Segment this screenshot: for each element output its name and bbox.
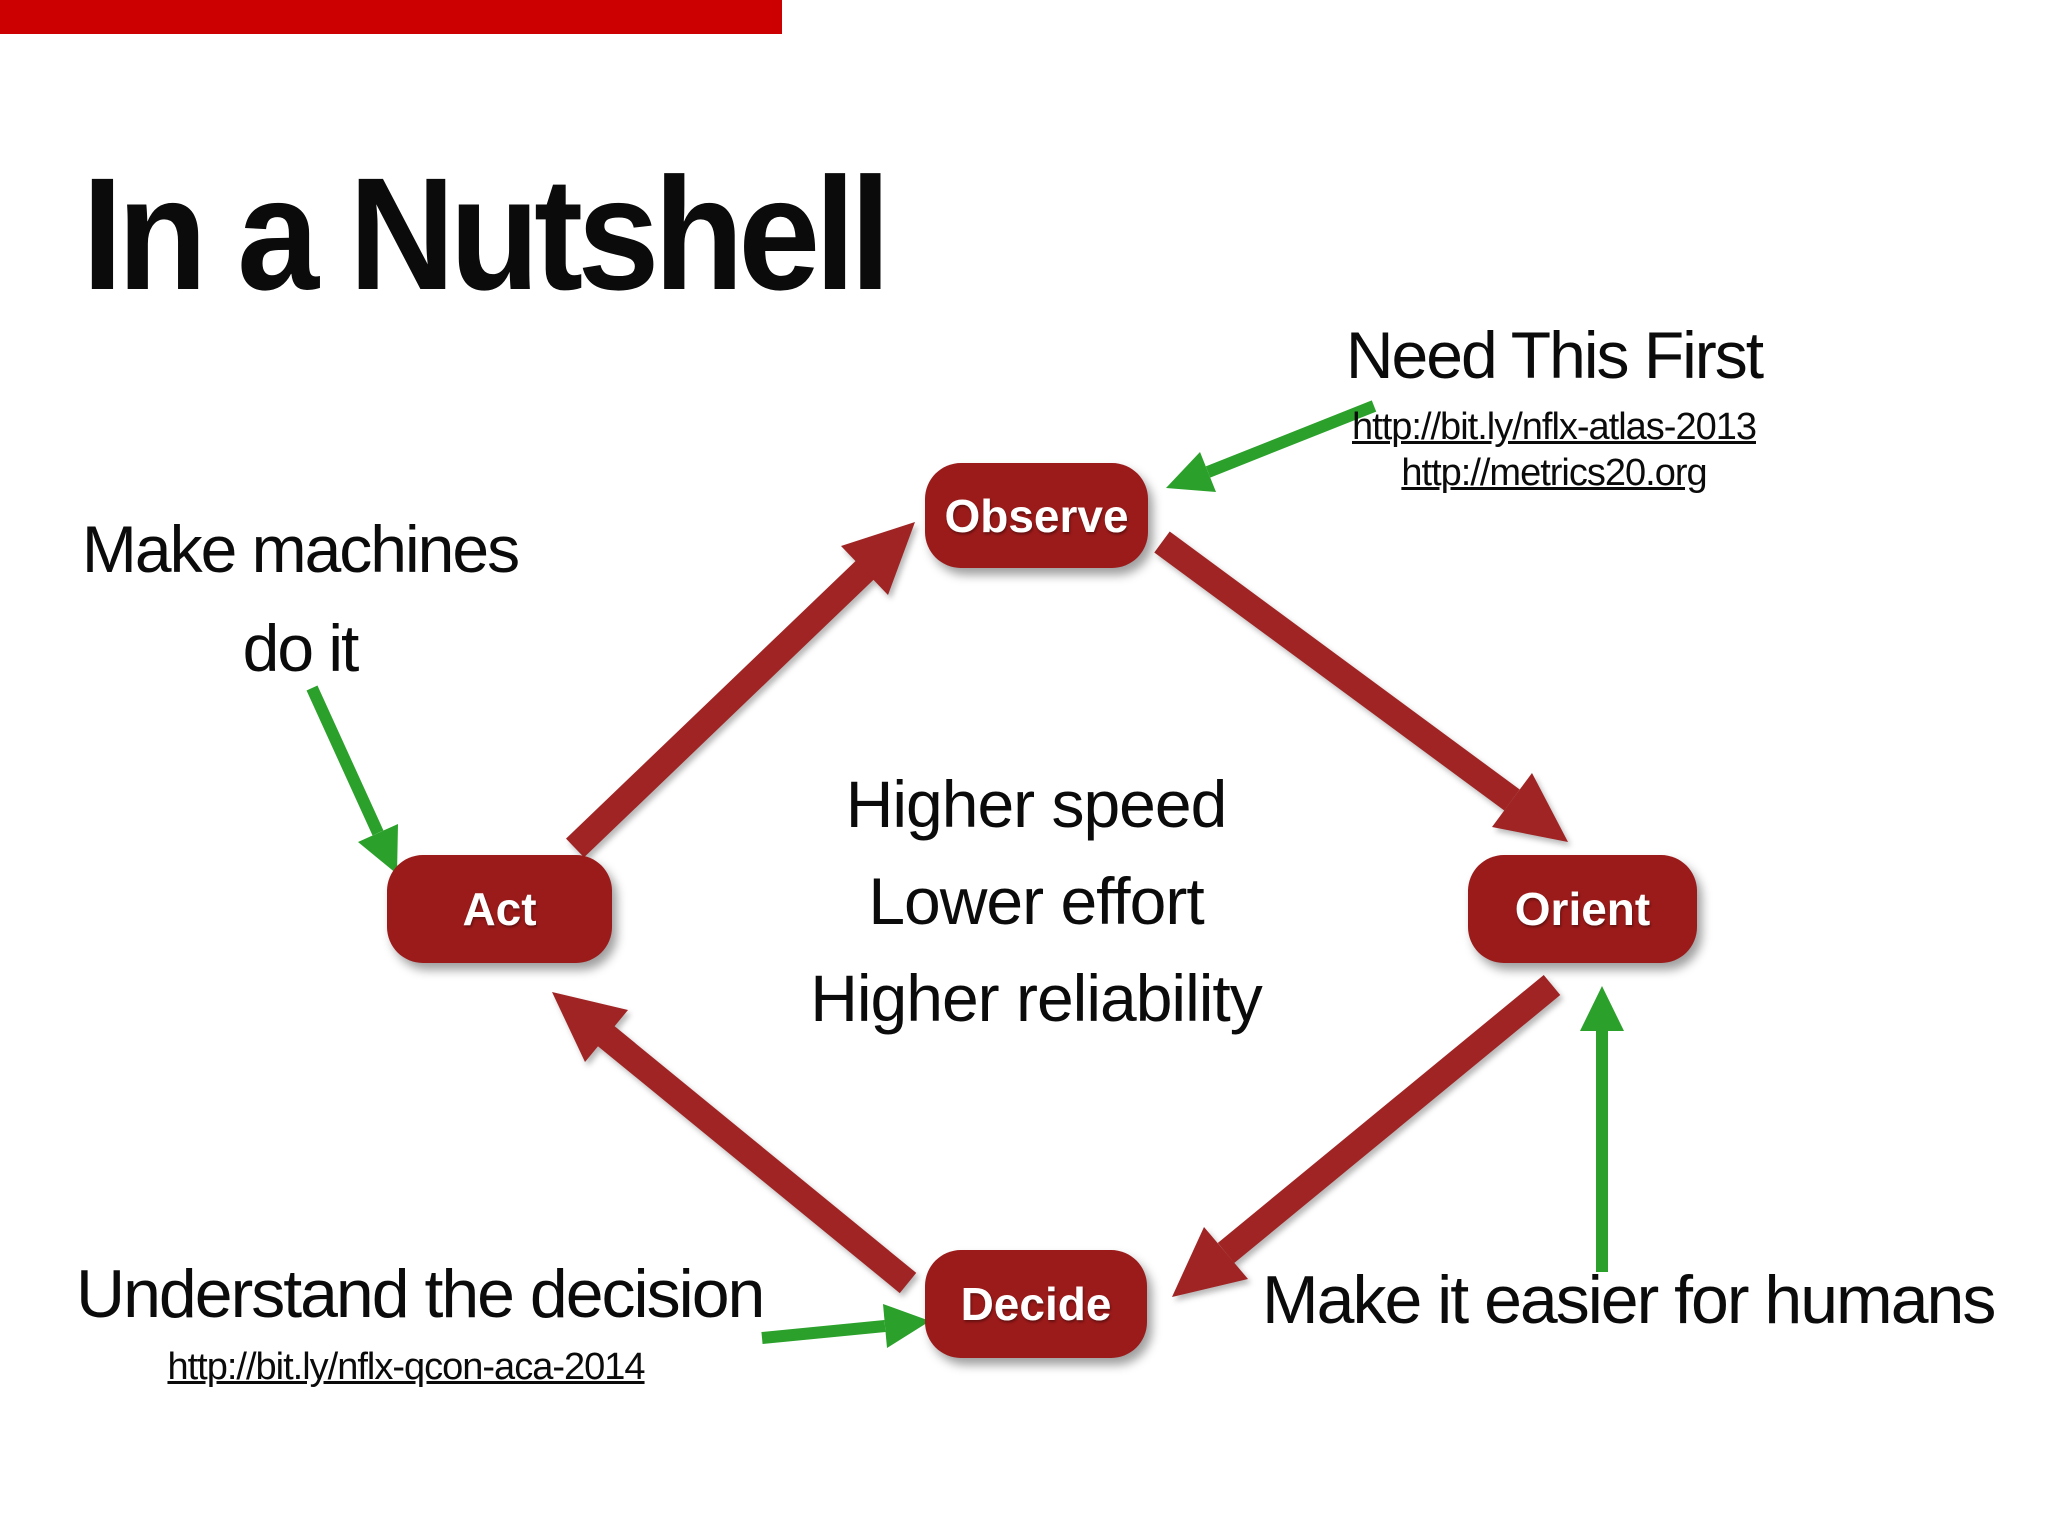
page-title: In a Nutshell (82, 144, 891, 323)
link-nflx-atlas-2013[interactable]: http://bit.ly/nflx-atlas-2013 (1352, 405, 1757, 448)
annotation-decide-heading: Understand the decision (76, 1256, 765, 1332)
annotation-act: Make machines do it (60, 500, 540, 698)
cycle-arrow-observe-to-orient (1154, 531, 1568, 842)
annotation-arrow-to-orient (1580, 986, 1624, 1272)
link-metrics20-org[interactable]: http://metrics20.org (1401, 451, 1707, 494)
node-observe: Observe (925, 463, 1148, 568)
cycle-arrow-act-to-observe (566, 522, 915, 858)
benefit-line-1: Higher speed (845, 767, 1228, 841)
benefit-line-2: Lower effort (868, 864, 1204, 938)
annotation-arrow-to-decide (761, 1304, 930, 1348)
node-decide: Decide (925, 1250, 1147, 1358)
cycle-benefits-text: Higher speed Lower effort Higher reliabi… (736, 756, 1336, 1047)
annotation-arrow-to-observe (1166, 400, 1377, 492)
cycle-arrow-orient-to-decide (1172, 974, 1561, 1297)
cycle-arrow-decide-to-act (552, 992, 917, 1294)
link-nflx-qcon-aca-2014[interactable]: http://bit.ly/nflx-qcon-aca-2014 (167, 1346, 645, 1389)
video-progress-bar[interactable] (0, 0, 782, 34)
annotation-act-line-2: do it (242, 611, 360, 685)
annotation-arrow-to-act (306, 685, 398, 874)
annotation-orient: Make it easier for humans (1262, 1262, 1996, 1338)
annotation-observe-heading: Need This First (1345, 318, 1764, 392)
benefit-line-3: Higher reliability (810, 961, 1263, 1035)
annotation-act-line-1: Make machines (81, 512, 520, 586)
node-orient: Orient (1468, 855, 1697, 963)
annotation-decide: Understand the decision http://bit.ly/nf… (76, 1256, 826, 1390)
annotation-observe: Need This First http://bit.ly/nflx-atlas… (1304, 318, 1804, 496)
node-act: Act (387, 855, 612, 963)
